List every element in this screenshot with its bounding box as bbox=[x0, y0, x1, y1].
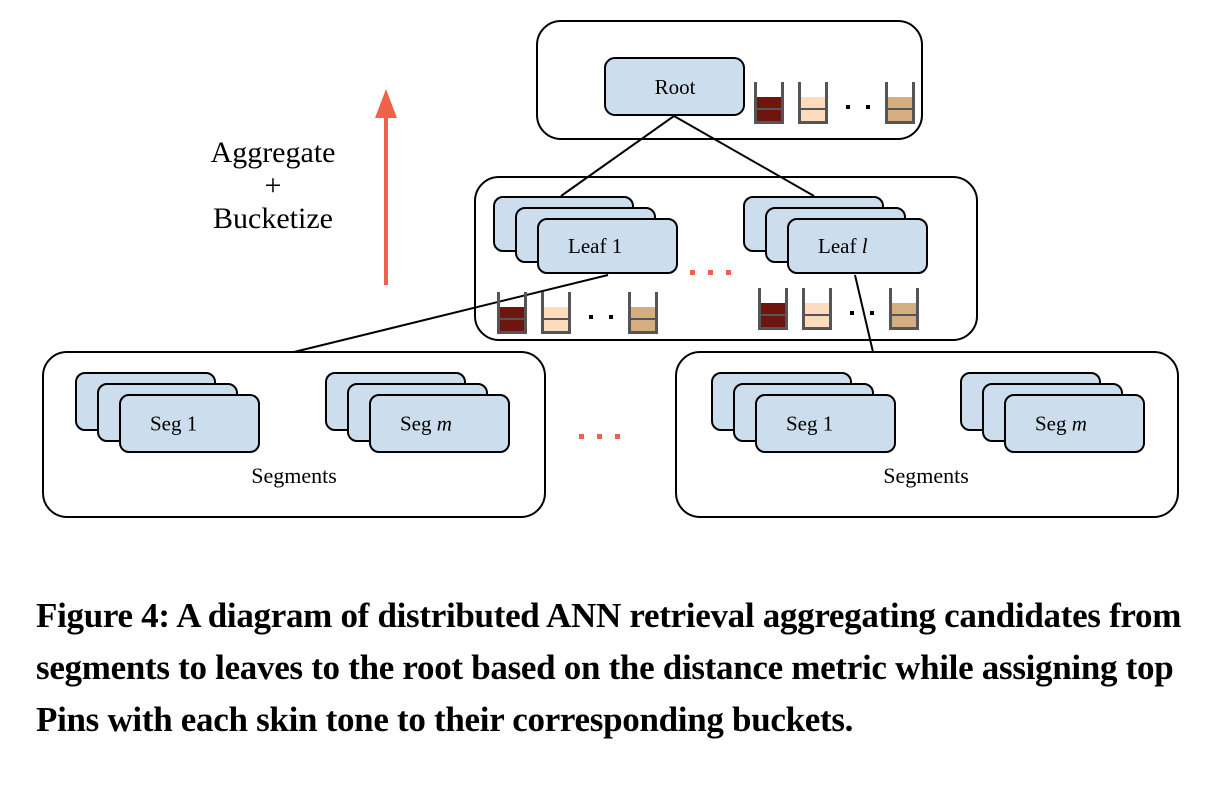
leaf-1-bucket-dots bbox=[589, 315, 613, 319]
segment-group-1-seg-m-stack-label: Seg m bbox=[400, 412, 452, 436]
leaf-l-bucket-light bbox=[802, 288, 832, 330]
segments-ellipsis bbox=[579, 434, 620, 439]
segment-group-1-seg-1-stack-label: Seg 1 bbox=[150, 412, 197, 436]
segment-group-2-seg-m-stack: Seg m bbox=[960, 372, 1145, 453]
root-bucket-light bbox=[798, 82, 828, 124]
segments-title-2: Segments bbox=[883, 463, 969, 488]
root-label: Root bbox=[655, 75, 696, 99]
leaf-l-stack-label: Leaf l bbox=[818, 234, 868, 258]
segment-group-2-seg-m-stack-label: Seg m bbox=[1035, 412, 1087, 436]
segments-title-1: Segments bbox=[251, 463, 337, 488]
segments-container-2 bbox=[675, 351, 1179, 518]
leaf-1-stack-label: Leaf 1 bbox=[568, 234, 622, 258]
leaf-1-stack: Leaf 1 bbox=[493, 196, 678, 274]
root-node: Root bbox=[604, 57, 745, 116]
leaf-l-bucket-dark bbox=[758, 288, 788, 330]
root-bucket-dark bbox=[754, 82, 784, 124]
leaf-buckets bbox=[497, 288, 919, 334]
segment-group-2-seg-1-stack: Seg 1 bbox=[711, 372, 896, 453]
leaf-l-bucket-medium bbox=[889, 288, 919, 330]
plus-label: + bbox=[265, 169, 282, 202]
leaf-l-bucket-dots bbox=[850, 311, 874, 315]
edge-leaf1-segments1 bbox=[293, 274, 609, 353]
leaf-ellipsis bbox=[690, 270, 731, 275]
root-bucket-medium bbox=[885, 82, 915, 124]
leaf-1-bucket-dark bbox=[497, 292, 527, 334]
segment-group-2-seg-1-stack-label: Seg 1 bbox=[786, 412, 833, 436]
segment-stacks: Seg 1 Seg m Seg 1 Seg m bbox=[75, 372, 1145, 453]
tree-edges bbox=[293, 115, 874, 353]
segment-group-1-seg-m-stack: Seg m bbox=[325, 372, 510, 453]
leaf-l-stack: Leaf l bbox=[743, 196, 928, 274]
leaf-ellipsis-dots bbox=[690, 270, 731, 275]
leaf-stacks: Leaf 1 Leaf l bbox=[493, 196, 928, 274]
segment-group-1-seg-1-stack: Seg 1 bbox=[75, 372, 260, 453]
segments-container-1 bbox=[42, 351, 546, 518]
bucketize-label: Bucketize bbox=[213, 202, 333, 235]
aggregate-arrow bbox=[375, 89, 397, 285]
leaf-container bbox=[474, 176, 978, 341]
root-container bbox=[536, 20, 923, 140]
aggregate-label: Aggregate bbox=[211, 136, 336, 169]
figure-caption: Figure 4: A diagram of distributed ANN r… bbox=[36, 596, 1182, 739]
leaf-1-bucket-medium bbox=[628, 292, 658, 334]
leaf-1-bucket-light bbox=[541, 292, 571, 334]
edge-root-leafl bbox=[673, 115, 815, 197]
root-buckets bbox=[754, 82, 915, 124]
root-bucket-dots bbox=[846, 105, 870, 109]
aggregate-bucketize-label: Aggregate + Bucketize bbox=[211, 136, 336, 235]
segments-ellipsis-dots bbox=[579, 434, 620, 439]
edge-root-leaf1 bbox=[560, 115, 675, 197]
